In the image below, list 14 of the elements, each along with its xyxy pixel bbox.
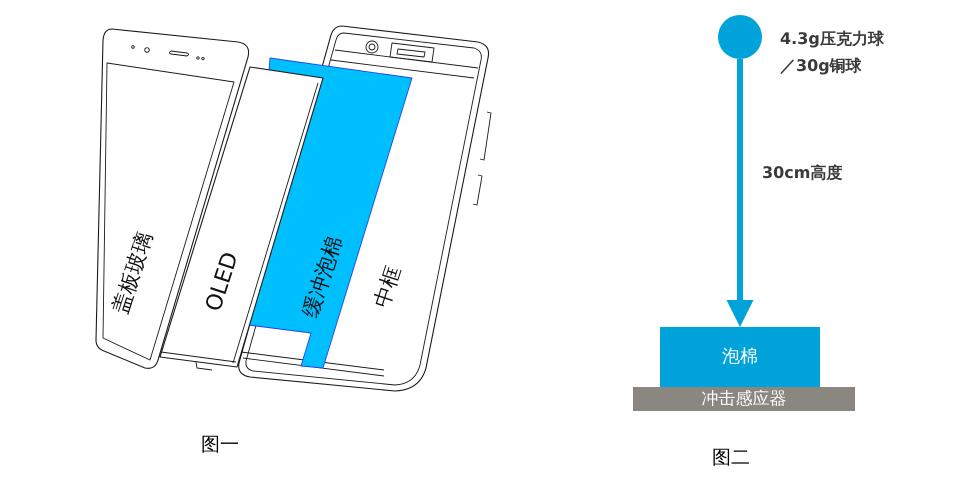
part-label: 缓冲泡棉 (300, 234, 346, 320)
block-label: 冲击感应器 (702, 390, 786, 408)
part-label: 盖板玻璃 (110, 230, 156, 316)
ball-weight-label: 4.3g压克力球／30g铜球 (780, 28, 885, 77)
part-label: 中框 (372, 264, 404, 310)
drop-ball (718, 15, 762, 59)
edge-label: 30cm高度 (762, 165, 842, 181)
part-label: OLED (203, 250, 243, 314)
figure-caption: 图一 (201, 436, 239, 454)
figure-caption: 图二 (712, 448, 750, 468)
block-label: 泡棉 (722, 347, 758, 367)
foam-block (660, 327, 820, 387)
arrow (726, 59, 754, 327)
impact-sensor-block (633, 387, 855, 411)
